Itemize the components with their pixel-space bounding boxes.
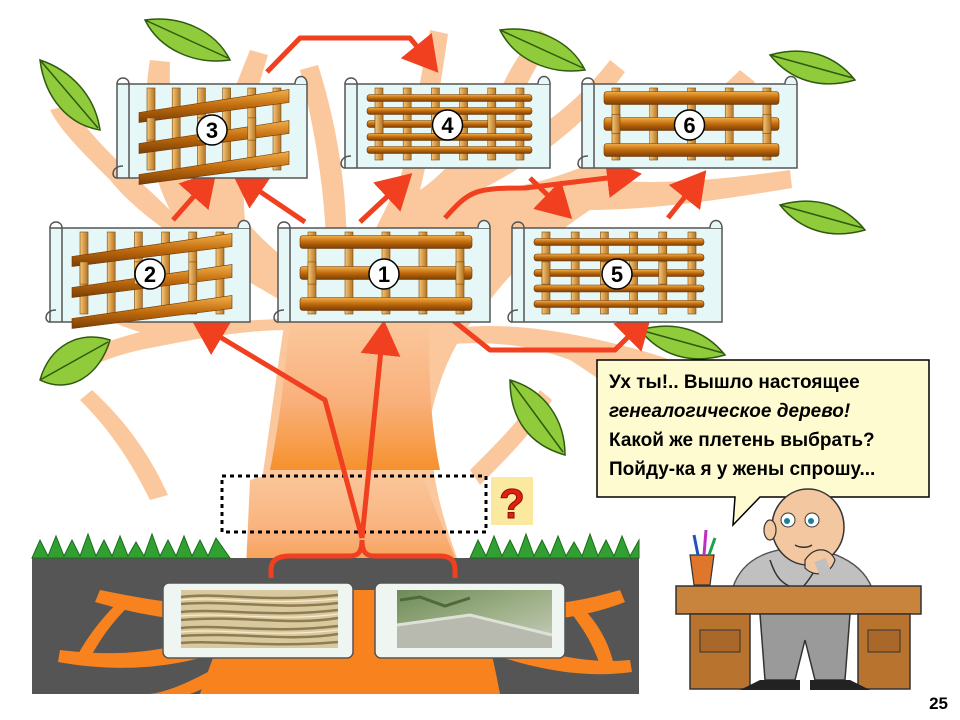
speech-line-3: Какой же плетень выбрать? (609, 430, 875, 451)
photo-scroll-fence (374, 582, 566, 659)
fence-panel-5: 5 (507, 219, 723, 323)
highlight-frame (220, 474, 488, 534)
panel-number: 4 (441, 113, 454, 138)
slide-number: 25 (929, 694, 948, 713)
panel-number: 5 (611, 262, 623, 287)
panel-number: 6 (683, 113, 695, 138)
speech-line-1: Ух ты!.. Вышло настоящее (609, 372, 860, 393)
panel-number: 2 (144, 262, 156, 287)
speech-line-4: Пойду-ка я у жены спрошу... (609, 459, 876, 480)
fence-panel-3: 3 (112, 75, 308, 185)
speech-bubble (596, 359, 930, 528)
roots-brace (268, 539, 458, 578)
fence-panel-4: 4 (340, 75, 551, 169)
panel-number: 3 (206, 118, 218, 143)
speech-text: Ух ты!.. Вышло настоящее генеалогическое… (597, 360, 929, 496)
question-mark: ? (499, 480, 525, 527)
question-box: ? (491, 477, 533, 528)
photo-scroll-willow (162, 582, 354, 659)
arrows (171, 32, 707, 539)
speech-line-2: генеалогическое дерево! (609, 401, 851, 422)
fence-panel-2: 2 (45, 219, 251, 329)
fence-panel-1: 1 (273, 219, 491, 323)
panel-number: 1 (378, 262, 390, 287)
man-at-desk (660, 488, 930, 695)
leaves (39, 18, 867, 456)
fence-panels: 1 2 3 4 5 6 (45, 75, 798, 329)
fence-panel-6: 6 (577, 75, 798, 169)
